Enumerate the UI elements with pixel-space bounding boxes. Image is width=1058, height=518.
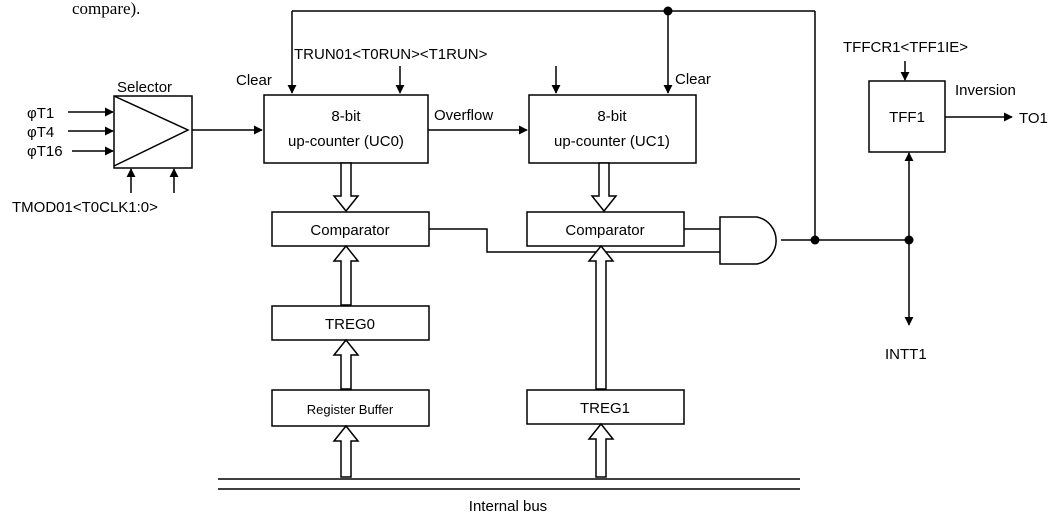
hollow-arrow-icon [590, 162, 618, 213]
uc0-line2: up-counter (UC0) [288, 133, 404, 150]
up-counter-uc0 [263, 94, 429, 164]
tff1-box [868, 80, 946, 153]
comparator-1-label: Comparator [565, 222, 644, 239]
page-text-fragment: compare). [72, 0, 140, 18]
and-gate-icon [719, 216, 777, 265]
junction-dot [810, 235, 820, 245]
selector-input-phiT4: φT4 [27, 124, 54, 141]
to1-label: TO1 [1019, 110, 1048, 127]
register-buffer-box [271, 389, 430, 427]
inversion-label: Inversion [955, 82, 1016, 99]
run-control-label: TRUN01<T0RUN><T1RUN> [294, 46, 488, 63]
treg0-label: TREG0 [325, 316, 375, 333]
hollow-arrow-icon [332, 244, 360, 306]
intt1-label: INTT1 [885, 346, 927, 363]
hollow-arrow-icon [332, 338, 360, 390]
hollow-arrow-icon [332, 162, 360, 213]
register-buffer-label: Register Buffer [307, 402, 394, 417]
uc0-clear-label: Clear [236, 72, 272, 89]
hollow-arrow-icon [587, 422, 615, 478]
tff-control-label: TFFCR1<TFF1IE> [843, 39, 968, 56]
treg0-box [271, 305, 430, 341]
selector-triangle-icon [113, 95, 190, 167]
overflow-label: Overflow [434, 107, 493, 124]
hollow-arrow-icon [587, 244, 615, 390]
internal-bus-label: Internal bus [469, 498, 547, 515]
comparator-0-label: Comparator [310, 222, 389, 239]
uc0-line1: 8-bit [331, 108, 361, 125]
treg1-box [526, 389, 685, 425]
selector-control-label: TMOD01<T0CLK1:0> [12, 199, 158, 216]
tff1-label: TFF1 [889, 109, 925, 126]
selector-input-phiT1: φT1 [27, 105, 54, 122]
uc1-line1: 8-bit [597, 108, 627, 125]
selector-title: Selector [117, 79, 172, 96]
up-counter-uc1 [528, 94, 697, 164]
uc1-line2: up-counter (UC1) [554, 133, 670, 150]
selector-input-phiT16: φT16 [27, 143, 63, 160]
treg1-label: TREG1 [580, 400, 630, 417]
junction-dot [663, 6, 673, 16]
hollow-arrow-icon [332, 424, 360, 478]
selector-box [113, 95, 193, 169]
uc1-clear-label: Clear [675, 71, 711, 88]
